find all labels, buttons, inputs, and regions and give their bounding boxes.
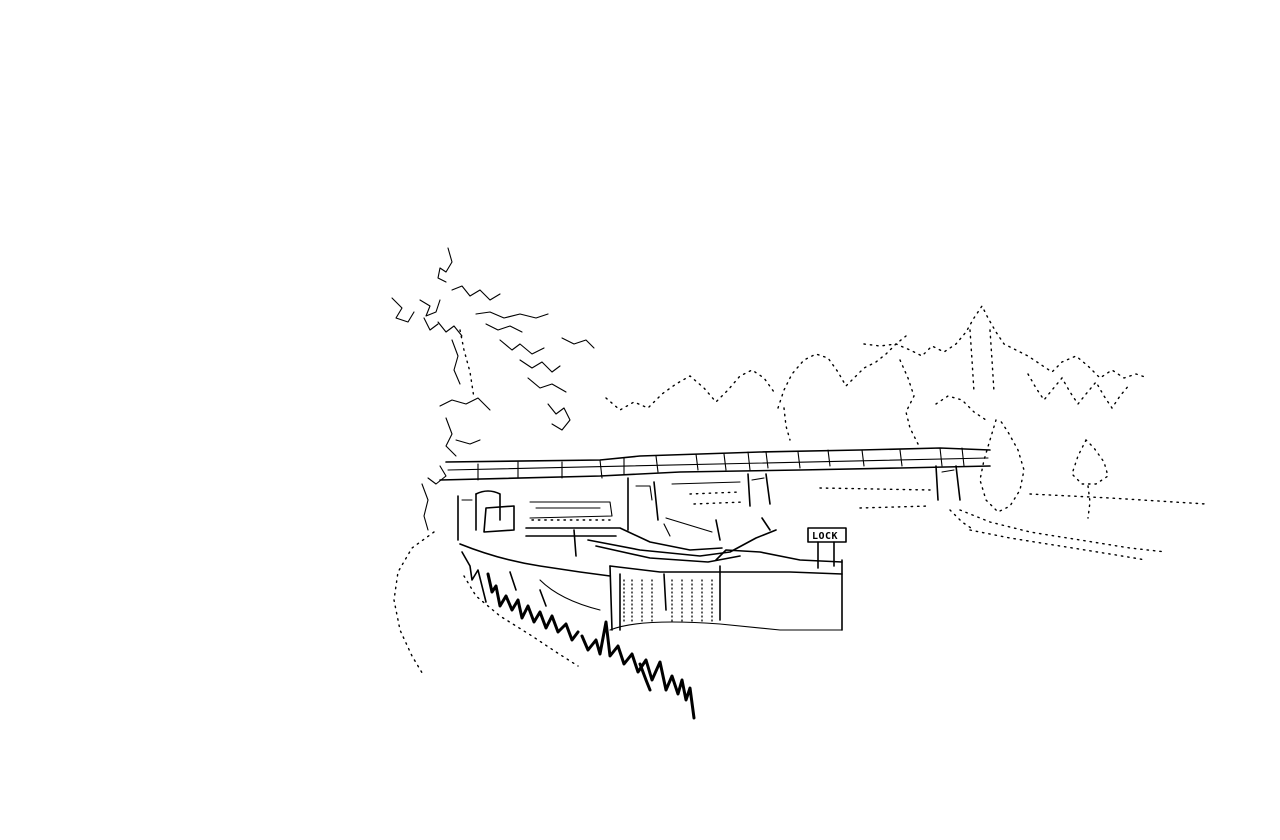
left-tree xyxy=(391,247,595,531)
background-treeline xyxy=(605,304,1149,445)
lock-sign-label: LOCK xyxy=(812,531,838,542)
lock-chamber xyxy=(459,543,843,631)
lock-gate xyxy=(525,517,777,563)
right-bank xyxy=(949,493,1207,561)
lock-building xyxy=(457,490,613,541)
bridge xyxy=(439,447,991,531)
lock-sign: LOCK xyxy=(807,527,847,569)
right-tree xyxy=(979,419,1109,519)
left-bank xyxy=(393,531,579,677)
foreground-reeds xyxy=(461,551,696,720)
